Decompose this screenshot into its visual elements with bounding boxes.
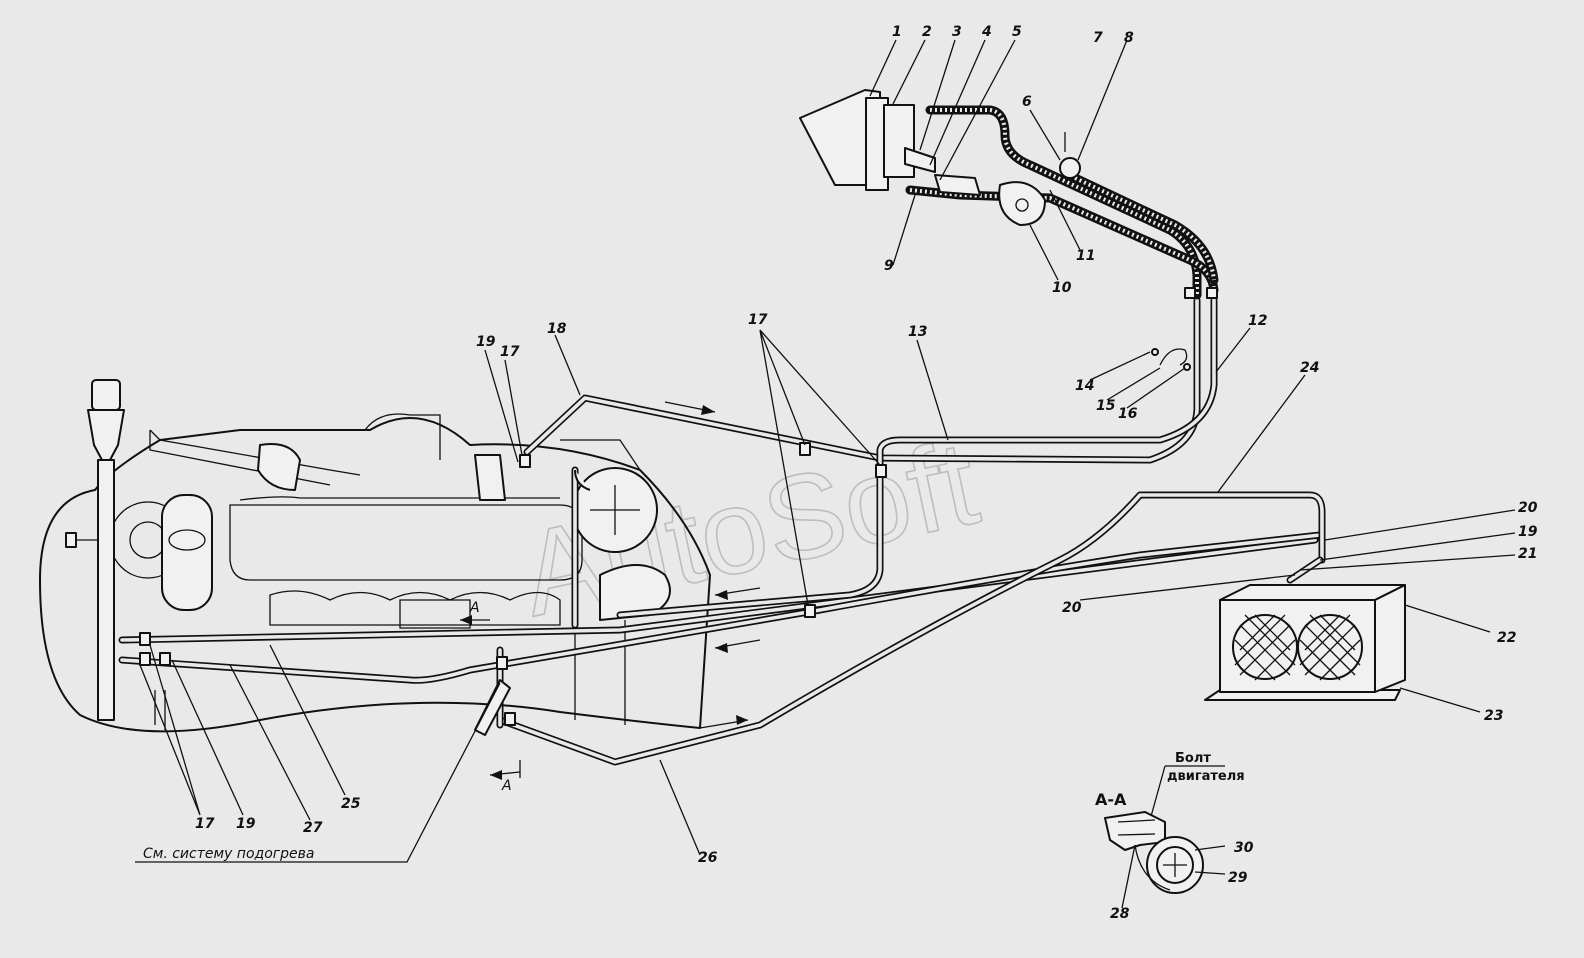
- callout-22: 22: [1497, 630, 1516, 646]
- callout-17-mid: 17: [500, 344, 520, 360]
- callout-20-left: 20: [1062, 600, 1082, 616]
- bolt-label-line2: двигателя: [1167, 769, 1245, 784]
- callout-18: 18: [547, 321, 567, 337]
- callout-1: 1: [892, 24, 902, 40]
- detail-a-a: A-A Болт двигателя: [1095, 751, 1245, 894]
- callout-10: 10: [1052, 280, 1072, 296]
- callout-27: 27: [303, 820, 323, 836]
- callout-14: 14: [1075, 378, 1094, 394]
- callout-16: 16: [1118, 406, 1138, 422]
- filter-canister: [161, 494, 213, 611]
- callout-26: 26: [698, 850, 718, 866]
- callout-15: 15: [1096, 398, 1116, 414]
- callout-12: 12: [1248, 313, 1267, 329]
- small-fittings: [257, 348, 1191, 501]
- section-marker-top: A: [469, 600, 480, 616]
- section-title: A-A: [1095, 790, 1127, 809]
- callout-5: 5: [1012, 24, 1022, 40]
- callout-9: 9: [884, 258, 894, 274]
- callout-20-right: 20: [1518, 500, 1538, 516]
- leader-lines: [135, 39, 1516, 909]
- bolt-label-line1: Болт: [1175, 751, 1211, 766]
- flow-arrows: [664, 401, 761, 729]
- callout-28: 28: [1110, 906, 1130, 922]
- callout-13: 13: [908, 324, 927, 340]
- callout-8: 8: [1124, 30, 1134, 46]
- callout-21: 21: [1518, 546, 1537, 562]
- expansion-tank: [65, 379, 125, 721]
- callout-19-bottom: 19: [236, 816, 256, 832]
- radiator-unit: [1204, 584, 1406, 701]
- callout-11: 11: [1076, 248, 1095, 264]
- heater-hoses: [905, 105, 1219, 300]
- cab-heater: [799, 89, 1081, 226]
- callout-labels: 1 2 3 4 5 6 7 8 9 10 11 12 13 14 15 16 1…: [195, 24, 1538, 922]
- callout-7: 7: [1093, 30, 1103, 46]
- callout-24: 24: [1300, 360, 1319, 376]
- callout-2: 2: [922, 24, 932, 40]
- callout-19-top: 19: [476, 334, 496, 350]
- callout-23: 23: [1484, 708, 1503, 724]
- callout-29: 29: [1228, 870, 1248, 886]
- radiator-fan-right: [1297, 614, 1363, 680]
- callout-3: 3: [952, 24, 962, 40]
- pipe-network: [118, 296, 1326, 766]
- callout-17-top: 17: [748, 312, 768, 328]
- callout-30: 30: [1234, 840, 1254, 856]
- heating-system-note: См. систему подогрева: [143, 846, 314, 862]
- callout-19-right: 19: [1518, 524, 1538, 540]
- callout-25: 25: [341, 796, 361, 812]
- callout-6: 6: [1022, 94, 1032, 110]
- callout-4: 4: [981, 24, 992, 40]
- heater-valve: [998, 181, 1046, 226]
- hose-clamps: [139, 287, 1218, 736]
- callout-17-bottom: 17: [195, 816, 215, 832]
- section-a-markers: A A: [460, 600, 521, 794]
- engine-outline: [39, 413, 711, 733]
- section-marker-bottom: A: [501, 778, 512, 794]
